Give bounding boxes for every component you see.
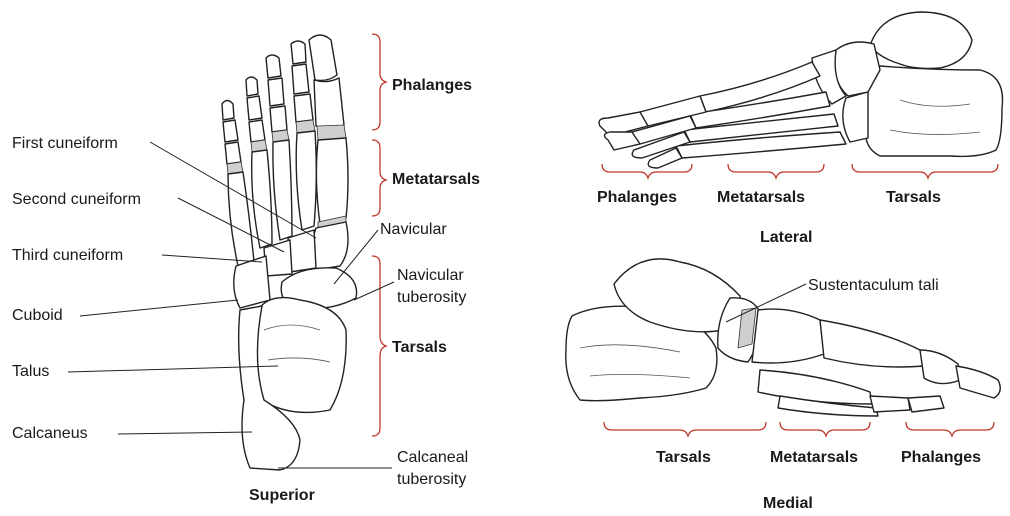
talus-label: Talus: [12, 363, 49, 380]
medial-metatarsals-label: Metatarsals: [770, 449, 858, 466]
lateral-caption: Lateral: [760, 229, 812, 246]
superior-tarsals-label: Tarsals: [392, 339, 447, 356]
lateral-foot-illustration: [599, 12, 1003, 168]
sustentaculum-tali-label: Sustentaculum tali: [808, 277, 939, 294]
medial-tarsals-brace: [604, 422, 766, 436]
navicular-tuberosity-label-2: tuberosity: [397, 289, 466, 306]
navicular-tuberosity-label-1: Navicular: [397, 267, 464, 284]
medial-tarsals-label: Tarsals: [656, 449, 711, 466]
lateral-view: Phalanges Metatarsals Tarsals Lateral: [597, 12, 1003, 246]
lateral-phalanges-label: Phalanges: [597, 189, 677, 206]
lateral-tarsals-brace: [852, 164, 998, 178]
lateral-phalanges-brace: [602, 164, 692, 178]
cuboid-leader: [80, 300, 238, 316]
third-cuneiform-label: Third cuneiform: [12, 247, 123, 264]
lateral-tarsals-label: Tarsals: [886, 189, 941, 206]
second-cuneiform-label: Second cuneiform: [12, 191, 141, 208]
superior-metatarsals-label: Metatarsals: [392, 171, 480, 188]
navicular-tuberosity-leader: [354, 282, 394, 300]
calcaneus-label: Calcaneus: [12, 425, 88, 442]
lateral-metatarsals-label: Metatarsals: [717, 189, 805, 206]
medial-caption: Medial: [763, 495, 813, 512]
calcaneal-tuberosity-label-2: tuberosity: [397, 471, 466, 488]
medial-group-braces: [604, 422, 994, 436]
lateral-metatarsals-brace: [728, 164, 824, 178]
superior-caption: Superior: [249, 487, 315, 504]
medial-view: Sustentaculum tali Tarsals Metatarsals P…: [566, 259, 1000, 512]
medial-phalanges-label: Phalanges: [901, 449, 981, 466]
superior-phalanges-brace: [372, 34, 386, 130]
superior-metatarsals-brace: [372, 140, 386, 216]
first-cuneiform-label: First cuneiform: [12, 135, 118, 152]
superior-tarsals-brace: [372, 256, 386, 436]
superior-phalanges-label: Phalanges: [392, 77, 472, 94]
navicular-label: Navicular: [380, 221, 447, 238]
superior-view: Phalanges Metatarsals Tarsals First cune…: [12, 34, 480, 504]
calcaneus-leader: [118, 432, 252, 434]
superior-foot-illustration: [222, 35, 357, 470]
medial-metatarsals-brace: [780, 422, 870, 436]
cuboid-label: Cuboid: [12, 307, 63, 324]
medial-phalanges-brace: [906, 422, 994, 436]
calcaneal-tuberosity-label-1: Calcaneal: [397, 449, 468, 466]
